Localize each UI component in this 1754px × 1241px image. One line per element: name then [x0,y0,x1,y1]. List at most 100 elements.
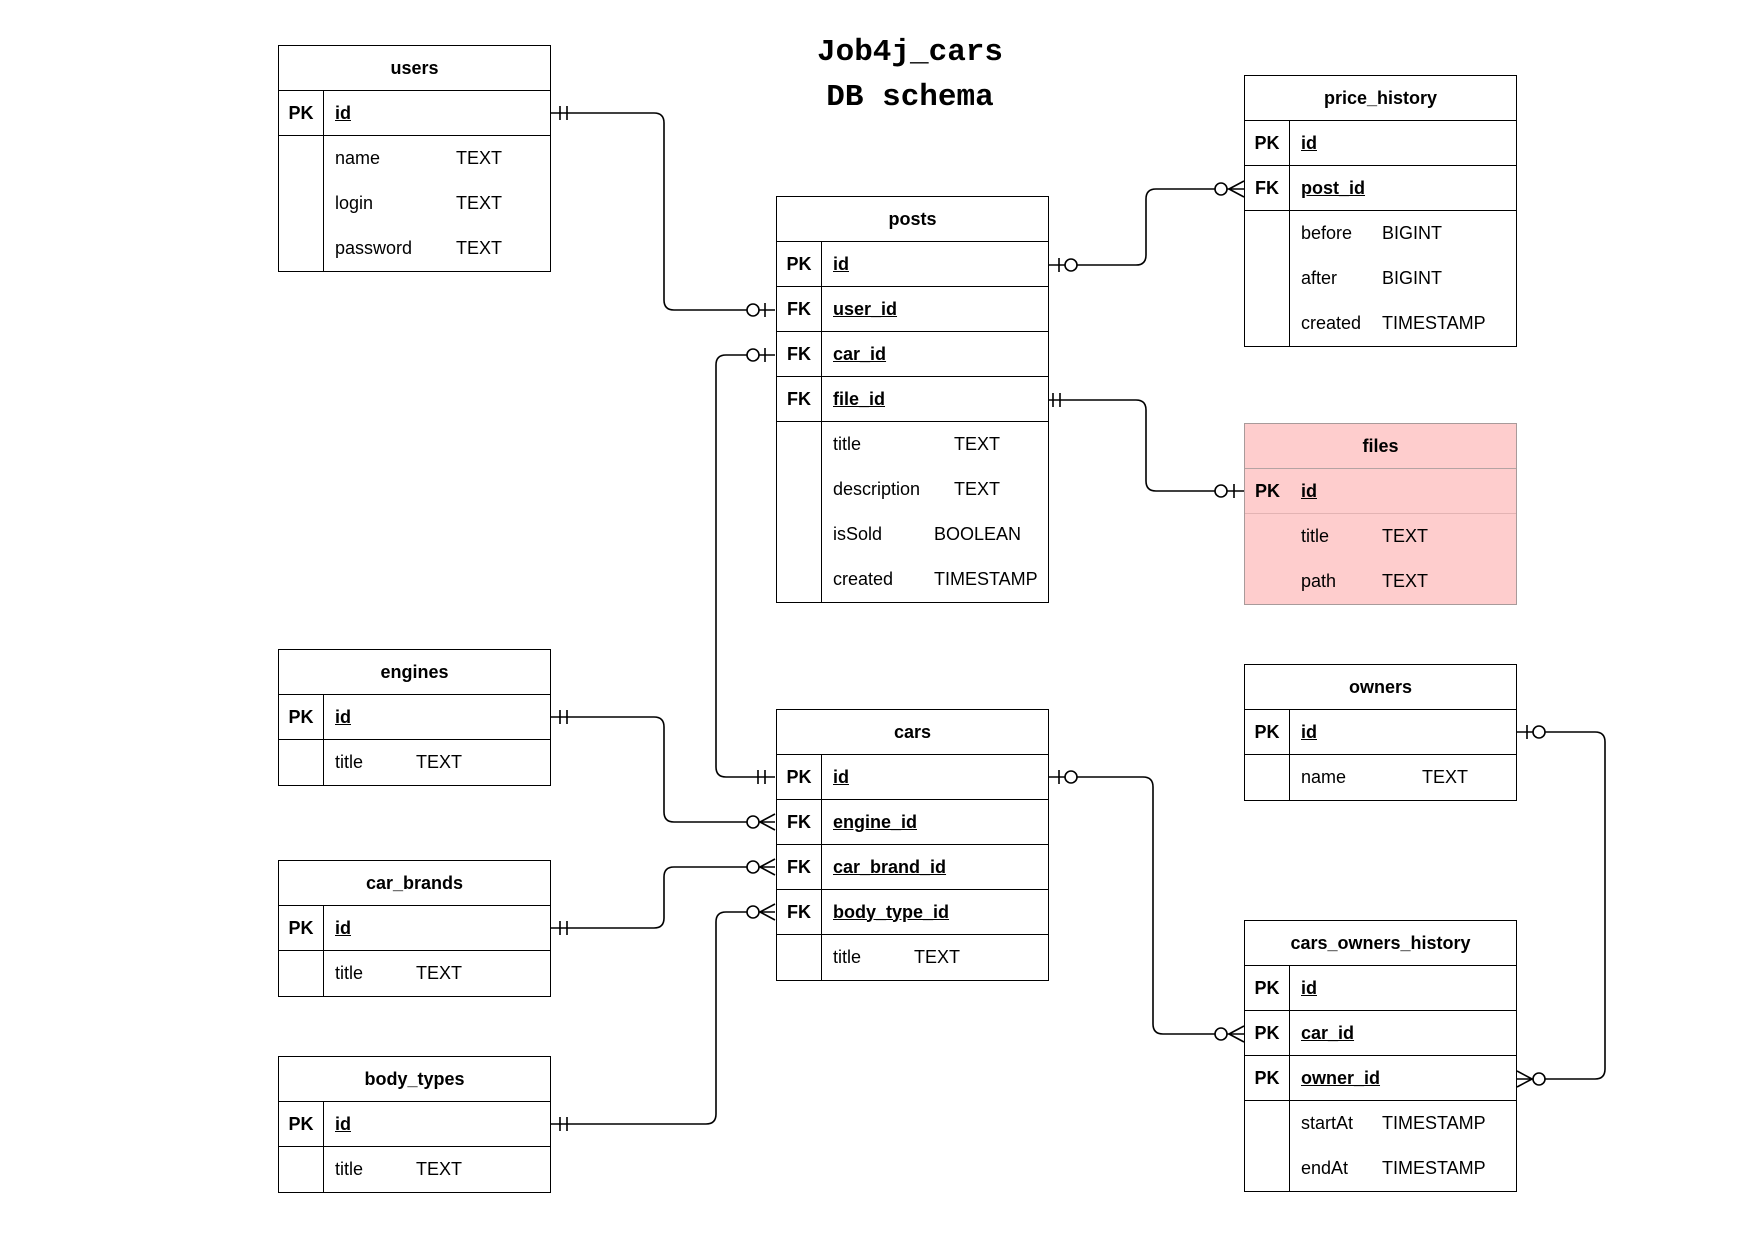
key-badge: FK [777,287,822,331]
field-name: name [335,148,381,168]
field-type: TEXT [914,947,961,967]
key-column-name: id [1301,977,1317,998]
key-badge: FK [777,800,822,844]
key-column-name: id [833,253,849,274]
edge-owners-owners-history[interactable] [1516,725,1606,1088]
key-row[interactable]: FK engine_id [777,800,1048,845]
key-row[interactable]: FK post_id [1245,166,1516,211]
field-type: TIMESTAMP [1382,1158,1486,1178]
edge-cars-owners-history[interactable] [1049,770,1245,1043]
edge-car-brands-cars[interactable] [551,858,776,935]
diagram-title: Job4j_cars DB schema [760,30,1060,120]
key-row[interactable]: PK id [777,242,1048,287]
key-badge: PK [777,242,822,286]
fields-badge-column [279,136,324,271]
edge-engines-cars[interactable] [551,710,776,831]
field-row[interactable]: path TEXT [1290,559,1516,604]
edge-posts-files[interactable] [1049,393,1244,498]
edge-body-types-cars[interactable] [551,903,776,1131]
key-row[interactable]: PK id [1245,966,1516,1011]
key-column-name: engine_id [833,811,918,832]
field-name: path [1301,571,1337,591]
table-header: engines [279,650,550,695]
key-badge: PK [1245,1011,1290,1055]
key-badge: FK [1245,166,1290,210]
key-column-name: id [1301,132,1317,153]
edge-posts-price-history[interactable] [1049,180,1245,272]
field-name: after [1301,268,1338,288]
fields-badge-column [1245,211,1290,346]
key-column-name: car_brand_id [833,856,947,877]
table-header: price_history [1245,76,1516,121]
field-name: created [1301,313,1362,333]
key-row[interactable]: FK user_id [777,287,1048,332]
field-type: TIMESTAMP [1382,1113,1486,1133]
edge-posts-cars[interactable] [715,348,775,784]
field-name: password [335,238,413,258]
fields-badge-column [777,422,822,602]
field-type: TEXT [1382,571,1429,591]
key-badge: PK [1245,1056,1290,1100]
fields-badge-column [279,740,324,785]
table-header: body_types [279,1057,550,1102]
field-name: startAt [1301,1113,1354,1133]
field-type: TEXT [416,1159,463,1179]
table-header: files [1245,424,1516,469]
key-column-name: id [335,917,351,938]
field-name: before [1301,223,1353,243]
edge-users-posts[interactable] [551,106,775,317]
key-column-name: user_id [833,298,898,319]
key-column-name: car_id [1301,1022,1355,1043]
field-name: title [335,963,364,983]
key-badge: PK [777,755,822,799]
field-type: BOOLEAN [934,524,1022,544]
key-column-name: post_id [1301,177,1366,198]
key-badge: PK [1245,966,1290,1010]
field-name: title [1301,526,1330,546]
field-row[interactable]: startAt TIMESTAMP [1290,1101,1516,1146]
key-row[interactable]: PK car_id [1245,1011,1516,1056]
